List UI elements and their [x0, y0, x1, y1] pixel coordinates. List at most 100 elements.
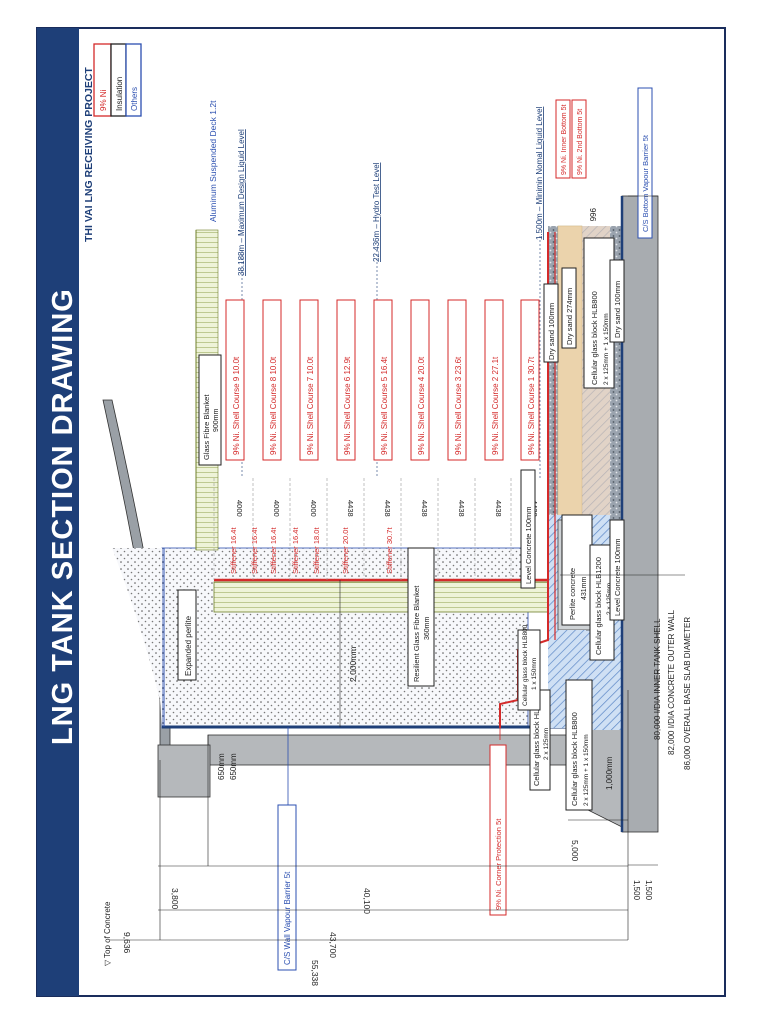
level-concrete-top-fill — [548, 226, 558, 578]
course-height-9: 4000 — [235, 500, 244, 517]
corner-protection-box — [489, 744, 507, 916]
shell-course-7: 9% Ni. Shell Course 7 10.0t — [306, 356, 315, 455]
expanded-perlite-fill — [161, 547, 529, 729]
perlite-concrete-size: 431mm — [581, 576, 588, 600]
course-height-8: 4000 — [272, 500, 281, 517]
dimension-lines — [110, 195, 658, 941]
stiffener-2: Stiffener 16.4t — [250, 527, 259, 574]
stiffener-labels: Stiffener 16.4t Stiffener 16.4t Stiffene… — [229, 527, 394, 574]
dim-1500b: 1,500 — [644, 880, 653, 901]
dia-inner: 80,000 I/DIA INNER TANK SHELL — [653, 618, 662, 740]
cg-hlb800-mid-box — [565, 679, 593, 811]
shell-course-9-box — [225, 299, 245, 461]
hydro-test-level: 22.436m – Hydro Test Level — [372, 162, 381, 262]
level-concrete-bottom-box — [609, 519, 625, 621]
expanded-perlite-label: Expanded perlite — [184, 615, 193, 676]
glass-fibre-size: 900mm — [213, 408, 220, 432]
shell-course-1: 9% Ni. Shell Course 1 30.7t — [527, 356, 536, 455]
second-bottom-box — [571, 99, 587, 179]
cs-wall-label: C/S Wall Vapour Barrier 5t — [283, 871, 292, 965]
drawing-title: LNG TANK SECTION DRAWING — [47, 288, 79, 745]
dim-966: 966 — [588, 208, 597, 222]
resilient-label: Resilient Glass Fibre Blanket — [412, 585, 421, 682]
shell-course-5-box — [373, 299, 393, 461]
cg-hlb800-right-label: Cellular glass block HLB800 — [590, 291, 599, 385]
shell-course-4: 9% Ni. Shell Course 4 20.0t — [417, 356, 426, 455]
cs-wall-box — [277, 804, 297, 971]
shell-course-2-box — [484, 299, 504, 461]
stiffener-4: Stiffener 16.4t — [291, 527, 300, 574]
shell-course-1-box — [520, 299, 540, 461]
shell-course-4-box — [410, 299, 430, 461]
level-concrete-top: Level Concrete 100mm — [524, 506, 533, 584]
ring-beam — [157, 744, 211, 798]
level-concrete-bottom: Level Concrete 100mm — [613, 538, 622, 616]
perlite-concrete-box — [561, 514, 593, 626]
deck-label: Aluminum Suspended Deck 1.2t — [208, 100, 218, 222]
perlite-roof-fill — [112, 548, 162, 728]
glass-fibre-label: Glass Fibre Blanket — [202, 394, 211, 460]
dim-5000: 5,000 — [570, 840, 580, 862]
dim-9636: 9,636 — [122, 932, 132, 954]
max-liquid-level: 38.188m – Maximum Design Liquid Level — [237, 129, 246, 276]
course-height-2: 4438 — [494, 500, 503, 517]
legend-9ni-label: 9% Ni — [99, 89, 108, 111]
cg-hlb800-mid-size: 2 x 125mm + 1 x 150mm — [583, 734, 590, 806]
dim-650b: 650mm — [229, 753, 238, 780]
shell-course-8-box — [262, 299, 282, 461]
second-bottom-label: 9% Ni. 2nd Bottom 5t — [577, 109, 584, 175]
shell-course-8: 9% Ni. Shell Course 8 10.0t — [269, 356, 278, 455]
cg-hlb1200-label: Cellular glass block HLB1200 — [594, 557, 603, 655]
shell-course-5: 9% Ni. Shell Course 5 16.4t — [380, 356, 389, 455]
dia-base: 86,000 OVERALL BASE SLAB DIAMETER — [683, 617, 692, 770]
dim-3800: 3,800 — [170, 888, 180, 910]
resilient-size: 360mm — [424, 616, 431, 640]
course-height-6: 4438 — [346, 500, 355, 517]
cg-hlb800-small-label: Cellular glass block HLB800 — [522, 624, 529, 706]
perlite-concrete-label: Perlite concrete — [568, 568, 577, 620]
stiffener-7: Stiffener 30.7t — [385, 527, 394, 574]
course-height-7: 4000 — [309, 500, 318, 517]
dim-650a: 650mm — [217, 753, 226, 780]
dry-sand-mid: Dry sand 274mm — [565, 288, 574, 345]
corner-protection-label: 9% Ni. Corner Protection 5t — [494, 818, 503, 910]
legend-others-label: Others — [130, 87, 139, 111]
project-subtitle: THI VAI LNG RECEIVING PROJECT — [83, 67, 95, 242]
level-concrete-top-box — [520, 469, 536, 589]
legend: 9% Ni Insulation Others — [93, 43, 142, 117]
cs-bottom-box — [637, 87, 653, 239]
expanded-perlite-box — [177, 589, 197, 681]
dry-sand-top-box — [543, 283, 559, 363]
stiffener-6: Stiffener 20.0t — [341, 527, 350, 574]
dry-sand-top: Dry sand 100mm — [547, 303, 556, 360]
shell-course-3: 9% Ni. Shell Course 3 23.6t — [454, 356, 463, 455]
dim-1500a: 1,500 — [632, 880, 641, 901]
resilient-blanket-fill — [213, 581, 551, 613]
glass-fibre-box — [198, 354, 222, 466]
cg-hlb800-small-size: 1 x 150mm — [531, 658, 538, 690]
cg-hlb800-small-box — [517, 629, 541, 711]
title-band — [37, 28, 79, 996]
legend-insulation-label: Insulation — [115, 77, 124, 111]
shell-course-9: 9% Ni. Shell Course 9 10.0t — [232, 356, 241, 455]
concrete-outer-wall — [207, 734, 629, 766]
dry-sand-mid-box — [561, 267, 577, 349]
cs-bottom-label: C/S Bottom Vapour Barrier 5t — [641, 134, 650, 232]
resilient-box — [407, 547, 435, 687]
top-of-concrete: Top of Concrete — [103, 901, 112, 958]
dim-2000: 2,000mm — [348, 647, 358, 682]
stiffener-5: Stiffener 18.0t — [312, 527, 321, 574]
dim-1000: 1,000mm — [605, 756, 614, 790]
shell-course-6: 9% Ni. Shell Course 6 12.9t — [343, 356, 352, 455]
cg-hlb800-right-size: 2 x 125mm + 1 x 150mm — [603, 313, 610, 385]
cg-hlb800-right-box — [583, 237, 615, 389]
dry-sand-bottom: Dry sand 100mm — [613, 281, 622, 338]
inner-bottom-box — [555, 99, 571, 179]
dia-outer: 82,000 I/DIA CONCRETE OUTER WALL — [667, 609, 676, 755]
course-height-3: 4438 — [457, 500, 466, 517]
course-height-4: 4438 — [420, 500, 429, 517]
shell-course-2: 9% Ni. Shell Course 2 27.1t — [491, 356, 500, 455]
cg-hlb800-left-label: Cellular glass block HLB800 — [532, 692, 541, 786]
legend-box-others — [125, 43, 142, 117]
